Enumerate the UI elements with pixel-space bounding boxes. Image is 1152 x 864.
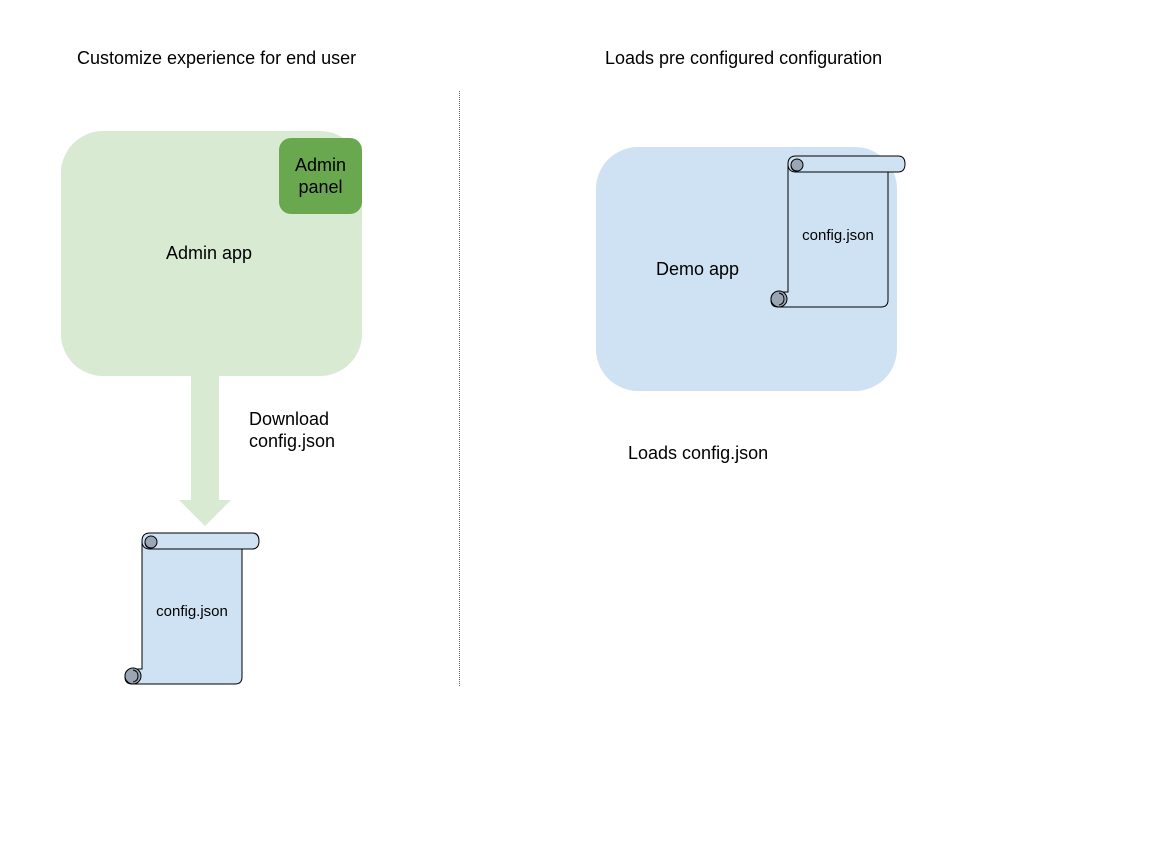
right-section-heading: Loads pre configured configuration — [605, 48, 883, 68]
download-arrow — [178, 375, 232, 532]
dotted-section-divider — [459, 91, 460, 686]
admin-app-label: Admin app — [166, 243, 253, 263]
downloaded-config-scroll: config.json — [122, 531, 262, 687]
loads-config-label: Loads config.json — [628, 443, 769, 463]
embedded-config-label: config.json — [802, 227, 874, 244]
downloaded-config-label: config.json — [156, 603, 228, 620]
scroll-icon — [770, 155, 906, 308]
admin-panel-box: Admin panel — [279, 138, 362, 214]
download-config-label: Download config.json — [249, 409, 336, 451]
left-section-heading: Customize experience for end user — [77, 48, 357, 68]
scroll-icon — [124, 532, 260, 685]
embedded-config-scroll: config.json — [768, 154, 908, 310]
admin-panel-label: Admin panel — [294, 155, 347, 197]
demo-app-label: Demo app — [656, 259, 740, 279]
